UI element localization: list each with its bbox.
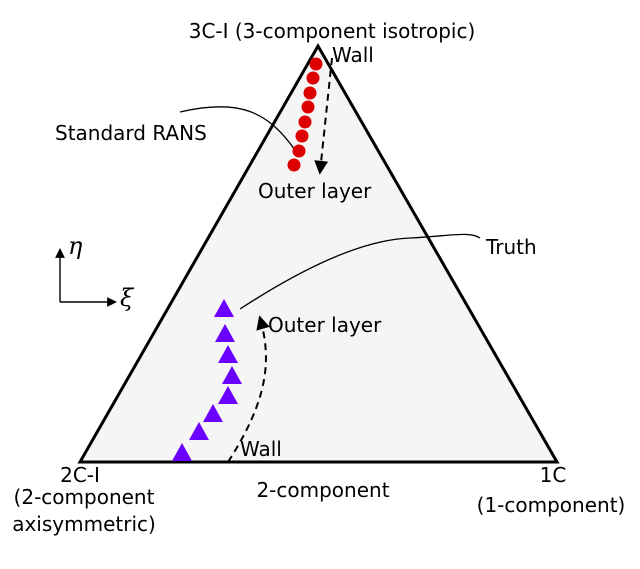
outer-layer-label-bottom: Outer layer bbox=[268, 313, 382, 337]
outer-layer-label-top: Outer layer bbox=[258, 179, 372, 203]
wall-label-top: Wall bbox=[332, 43, 374, 67]
right-vertex-sublabel: (1-component) bbox=[477, 493, 626, 517]
outer-layer-arrow-bottom bbox=[227, 315, 270, 463]
truth-data-point bbox=[214, 299, 234, 317]
eta-axis-label: η bbox=[68, 232, 83, 260]
bottom-edge-label: 2-component bbox=[256, 478, 389, 502]
truth-data-point bbox=[222, 366, 242, 384]
rans-data-point bbox=[303, 86, 317, 100]
rans-data-point bbox=[287, 158, 301, 172]
truth-data-point bbox=[203, 404, 223, 422]
rans-data-point bbox=[295, 129, 309, 143]
standard-rans-leader-line bbox=[179, 106, 296, 151]
rans-data-point bbox=[292, 144, 306, 158]
rans-data-point bbox=[301, 100, 315, 114]
left-vertex-label: 2C-I bbox=[60, 463, 100, 487]
top-vertex-label: 3C-I (3-component isotropic) bbox=[189, 19, 476, 43]
truth-data-point bbox=[218, 345, 238, 363]
truth-label: Truth bbox=[485, 235, 537, 259]
truth-leader-line bbox=[239, 233, 481, 310]
rans-data-point bbox=[309, 57, 323, 71]
truth-markers bbox=[172, 299, 242, 461]
standard-rans-label: Standard RANS bbox=[55, 121, 207, 145]
wall-label-bottom: Wall bbox=[240, 437, 282, 461]
rans-data-point bbox=[306, 71, 320, 85]
truth-data-point bbox=[172, 443, 192, 461]
truth-data-point bbox=[218, 386, 238, 404]
truth-data-point bbox=[215, 324, 235, 342]
left-vertex-sublabel-2: axisymmetric) bbox=[12, 512, 156, 536]
xi-axis-label: ξ bbox=[120, 284, 135, 312]
coordinate-axes: η ξ bbox=[55, 232, 135, 312]
right-vertex-label: 1C bbox=[540, 463, 567, 487]
standard-rans-markers bbox=[287, 57, 323, 172]
anisotropy-triangle bbox=[77, 42, 560, 464]
left-vertex-sublabel: (2-component bbox=[14, 485, 155, 509]
rans-data-point bbox=[298, 115, 312, 129]
truth-data-point bbox=[189, 422, 209, 440]
